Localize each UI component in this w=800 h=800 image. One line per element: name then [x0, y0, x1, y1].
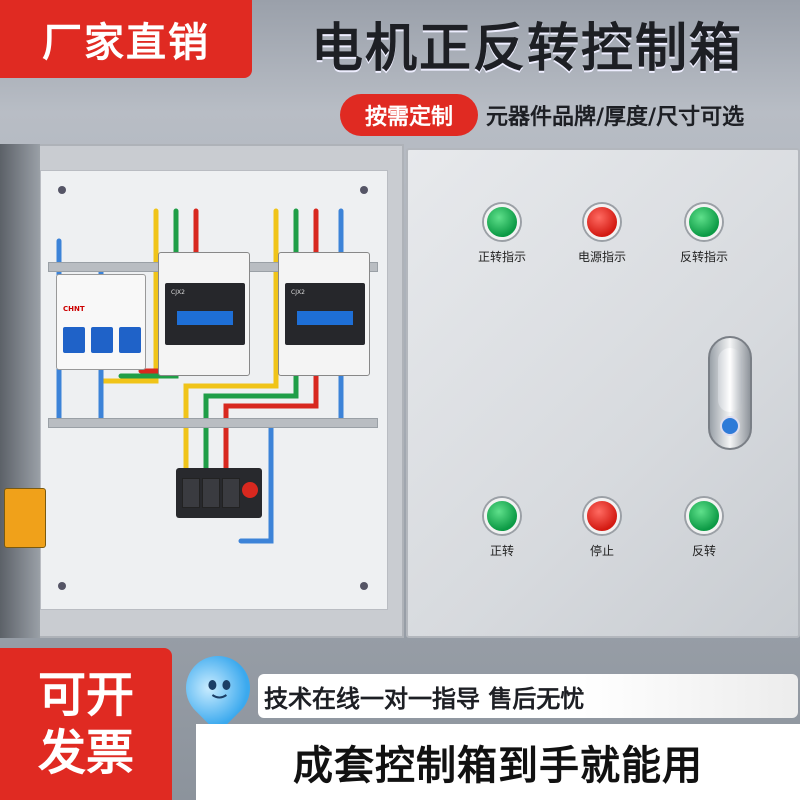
reverse-indicator-lamp — [686, 204, 722, 240]
reverse-button — [686, 498, 722, 534]
relay-terminal — [222, 478, 240, 508]
reverse-button-label: 反转 — [691, 544, 716, 558]
mascot-face-icon — [208, 680, 231, 699]
mounting-plate — [40, 170, 388, 610]
custom-order-badge: 按需定制 — [340, 94, 478, 136]
breaker-toggle — [91, 327, 113, 353]
invoice-line-1: 可开 — [37, 667, 134, 723]
contactor-model: CJX2 — [291, 289, 305, 296]
lock-icon — [720, 416, 740, 436]
factory-direct-badge: 厂家直销 — [0, 0, 252, 78]
contactor-reverse: CJX2 — [278, 252, 370, 376]
stop-button — [584, 498, 620, 534]
contactor-forward: CJX2 — [158, 252, 250, 376]
wiring-drawing — [56, 208, 344, 544]
handle-grip — [718, 348, 742, 412]
product-title: 电机正反转控制箱 — [262, 6, 792, 80]
power-indicator-lamp — [584, 204, 620, 240]
din-rail — [48, 418, 378, 428]
support-banner: 技术在线一对一指导 售后无忧 — [258, 674, 798, 718]
door-handle — [708, 336, 752, 450]
custom-order-text: 按需定制 — [364, 105, 453, 130]
contactor-model: CJX2 — [171, 289, 185, 296]
reverse-indicator-label: 反转指示 — [679, 250, 728, 264]
contactor-coil-label — [297, 311, 353, 325]
invoice-line-2: 发票 — [37, 725, 134, 781]
power-indicator-label: 电源指示 — [577, 250, 626, 264]
options-caption: 元器件品牌/厚度/尺寸可选 — [486, 94, 786, 136]
contactor-coil-label — [177, 311, 233, 325]
options-caption-text: 元器件品牌/厚度/尺寸可选 — [486, 105, 745, 130]
water-drop-mascot-icon — [172, 642, 264, 734]
breaker-toggle — [119, 327, 141, 353]
relay-terminal — [202, 478, 220, 508]
support-text: 技术在线一对一指导 售后无忧 — [264, 684, 585, 713]
screw-icon — [58, 582, 66, 590]
breaker-toggle — [63, 327, 85, 353]
terminal-block — [4, 488, 46, 548]
screw-icon — [360, 582, 368, 590]
forward-button-label: 正转 — [489, 544, 514, 558]
product-title-text: 电机正反转控制箱 — [310, 18, 743, 79]
breaker-brand: CHNT — [63, 305, 85, 313]
forward-button — [484, 498, 520, 534]
screw-icon — [58, 186, 66, 194]
circuit-breaker: CHNT — [56, 274, 146, 370]
relay-dial-icon — [242, 482, 258, 498]
forward-indicator-lamp — [484, 204, 520, 240]
stop-button-label: 停止 — [589, 544, 614, 558]
forward-indicator-label: 正转指示 — [477, 250, 526, 264]
cabinet-left-door-edge — [0, 144, 40, 638]
tagline-banner: 成套控制箱到手就能用 — [196, 724, 800, 800]
tagline-text: 成套控制箱到手就能用 — [293, 743, 703, 789]
factory-direct-text: 厂家直销 — [42, 20, 210, 66]
thermal-overload-relay — [176, 468, 262, 518]
relay-terminal — [182, 478, 200, 508]
wire-yellow-2 — [183, 208, 279, 474]
invoice-badge: 可开 发票 — [0, 648, 172, 800]
screw-icon — [360, 186, 368, 194]
